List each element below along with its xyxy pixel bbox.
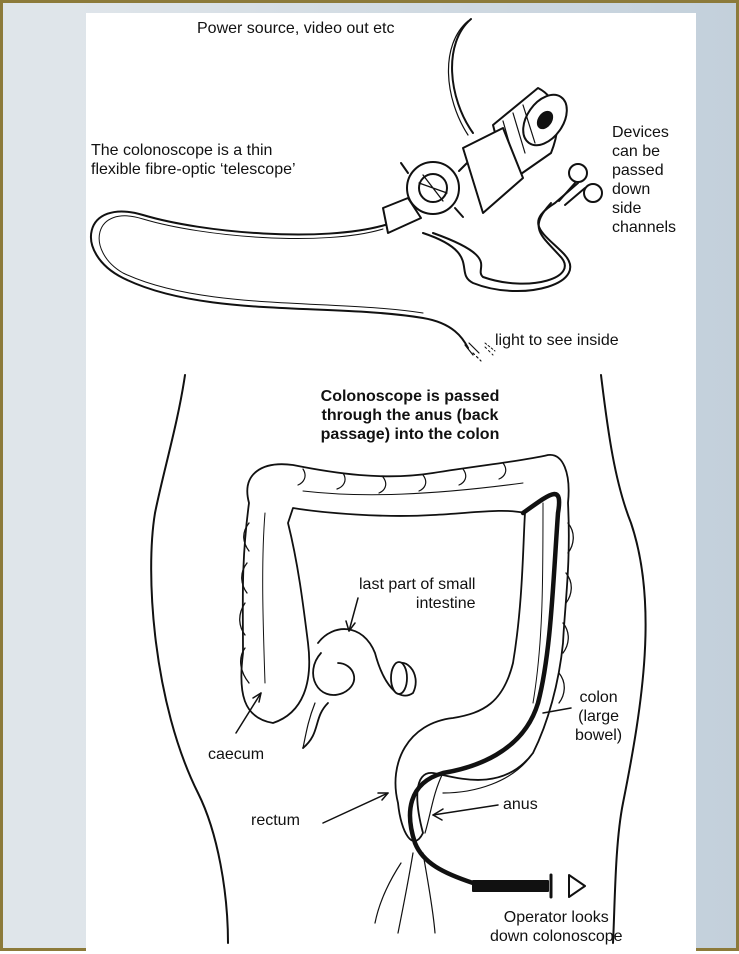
label-caecum: caecum (208, 745, 264, 764)
operator-eyepiece (473, 875, 585, 897)
arrow-rectum (323, 793, 388, 823)
arrow-light (485, 343, 495, 351)
scissors-device (559, 164, 602, 205)
label-rectum: rectum (251, 811, 300, 830)
label-light: light to see inside (495, 331, 619, 350)
insertion-tube (91, 211, 468, 348)
label-power-source: Power source, video out etc (197, 19, 394, 38)
label-anus: anus (503, 795, 538, 814)
label-colon: colon (large bowel) (575, 688, 622, 745)
power-cable (452, 19, 473, 133)
control-body (383, 128, 523, 233)
label-small-intestine: last part of small intestine (359, 575, 475, 613)
body-outline-right (601, 375, 646, 943)
label-devices: Devices can be passed down side channels (612, 123, 676, 237)
label-passed-through: Colonoscope is passed through the anus (… (295, 387, 525, 444)
body-outline-left (151, 375, 228, 943)
label-operator: Operator looks down colonoscope (490, 908, 623, 946)
small-intestine (303, 629, 416, 748)
label-colonoscope-description: The colonoscope is a thin flexible fibre… (91, 141, 296, 179)
